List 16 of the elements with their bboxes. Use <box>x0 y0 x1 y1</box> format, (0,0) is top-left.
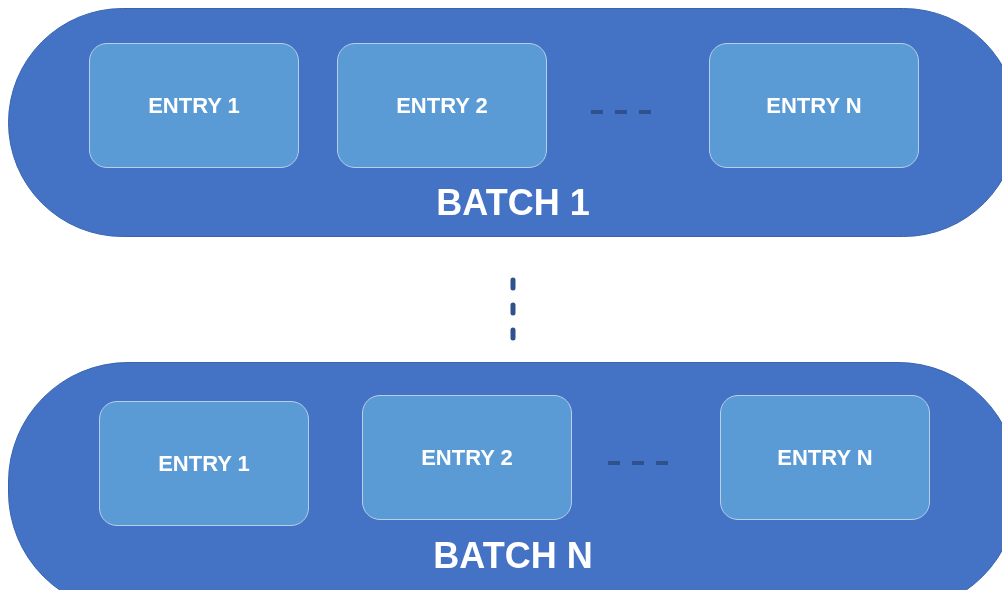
batch-label: BATCH 1 <box>435 183 591 223</box>
entry-label: ENTRY 2 <box>396 92 488 119</box>
entry-box <box>709 43 919 168</box>
entry-label: ENTRY N <box>777 444 873 471</box>
batch-label: BATCH N <box>432 536 594 576</box>
entry-box <box>99 401 309 526</box>
entry-box <box>720 395 930 520</box>
batch-container <box>8 8 1002 237</box>
entry-box <box>337 43 547 168</box>
batch-container <box>8 362 1002 590</box>
entry-box <box>89 43 299 168</box>
entry-label: ENTRY 1 <box>158 450 250 477</box>
entry-label: ENTRY 1 <box>148 92 240 119</box>
entry-label: ENTRY N <box>766 92 862 119</box>
entry-box <box>362 395 572 520</box>
entry-label: ENTRY 2 <box>421 444 513 471</box>
